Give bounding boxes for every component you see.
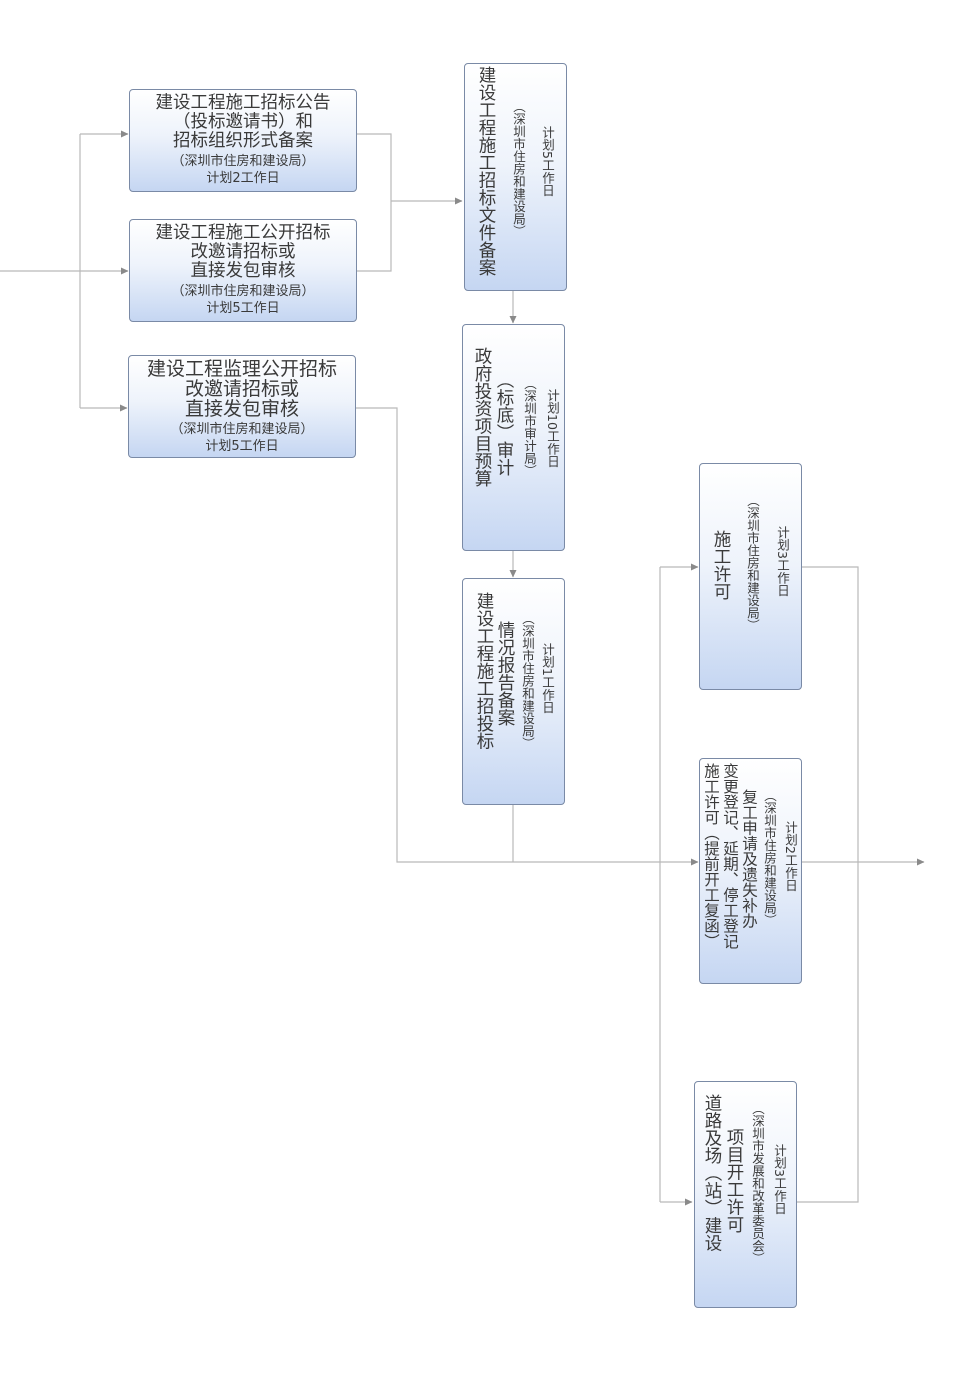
node-title-line: 建设工程施工招投标 (474, 592, 494, 750)
supervision-bid-node[interactable]: 建设工程监理公开招标 改邀请招标或 直接发包审核 （深圳市住房和建设局） 计划5… (128, 355, 356, 458)
node-title-line: （投标邀请书）和 (173, 112, 313, 132)
node-plan: 计划5工作日 (206, 301, 280, 316)
node-plan: 计划1工作日 (540, 643, 555, 714)
right-merge-connector (797, 566, 859, 1203)
node-plan: 计划2工作日 (206, 171, 280, 186)
node-org: （深圳市住房和建设局） (171, 284, 315, 299)
node-org: （深圳市住房和建设局） (762, 789, 777, 927)
node-title: 建设工程施工招标文件备案 (476, 66, 496, 276)
road-project-node[interactable]: 道路及场（站）建设 项目开工许可 （深圳市发展和改革委员会） 计划3工作日 (694, 1081, 797, 1308)
node-title-line: 建设工程施工招标公告 (155, 93, 331, 113)
node-title-line: 建设工程监理公开招标 (146, 358, 337, 380)
node-org: （深圳市住房和建设局） (745, 494, 760, 632)
node-plan: 计划3工作日 (775, 526, 790, 597)
node-org: （深圳市住房和建设局） (511, 100, 526, 238)
node-title-line: （标底）审计 (494, 371, 514, 476)
node-title-line: 项目开工许可 (724, 1128, 744, 1233)
budget-audit-node[interactable]: 政府投资项目预算 （标底）审计 （深圳市审计局） 计划10工作日 (462, 324, 565, 551)
node-plan: 计划5工作日 (205, 439, 279, 454)
node-title-line: 改邀请招标或 (190, 242, 296, 262)
supervision-out-connector (356, 407, 660, 863)
bid-notice-node[interactable]: 建设工程施工招标公告 （投标邀请书）和 招标组织形式备案 （深圳市住房和建设局）… (129, 89, 357, 192)
node-org: （深圳市住房和建设局） (170, 422, 314, 437)
node-title-line: 招标组织形式备案 (173, 131, 313, 151)
node-org: （深圳市审计局） (522, 377, 537, 477)
node-plan: 计划3工作日 (772, 1144, 787, 1215)
open-bid-change-node[interactable]: 建设工程施工公开招标 改邀请招标或 直接发包审核 （深圳市住房和建设局） 计划5… (129, 219, 357, 322)
bid-notice-out-connector (357, 133, 392, 272)
node-title-line: 变更登记、延期、停工登记 (721, 763, 739, 949)
node-title-line: 道路及场（站）建设 (702, 1094, 722, 1252)
node-org: （深圳市发展和改革委员会） (750, 1102, 765, 1265)
node-title-line: 政府投资项目预算 (472, 347, 492, 487)
bid-report-node[interactable]: 建设工程施工招投标 情况报告备案 （深圳市住房和建设局） 计划1工作日 (462, 578, 565, 805)
node-org: （深圳市住房和建设局） (520, 612, 535, 750)
node-title-line: 直接发包审核 (190, 261, 296, 281)
node-org: （深圳市住房和建设局） (171, 154, 315, 169)
node-title-line: 改邀请招标或 (184, 378, 299, 400)
bid-doc-filing-node[interactable]: 建设工程施工招标文件备案 （深圳市住房和建设局） 计划5工作日 (464, 63, 567, 291)
node-title-line: 施工许可（提前开工复函） (702, 763, 720, 949)
node-plan: 计划2工作日 (783, 821, 798, 892)
node-title-line: 情况报告备案 (495, 621, 515, 726)
node-title: 施工许可 (711, 530, 731, 600)
construction-permit-node[interactable]: 施工许可 （深圳市住房和建设局） 计划3工作日 (699, 463, 802, 690)
node-title-line: 复工申请及遗失补办 (740, 789, 758, 929)
node-plan: 计划10工作日 (545, 389, 560, 468)
node-title-line: 直接发包审核 (184, 398, 299, 420)
permit-change-node[interactable]: 施工许可（提前开工复函） 变更登记、延期、停工登记 复工申请及遗失补办 （深圳市… (699, 758, 802, 984)
node-title-line: 建设工程施工公开招标 (155, 223, 331, 243)
node-plan: 计划5工作日 (540, 126, 555, 197)
